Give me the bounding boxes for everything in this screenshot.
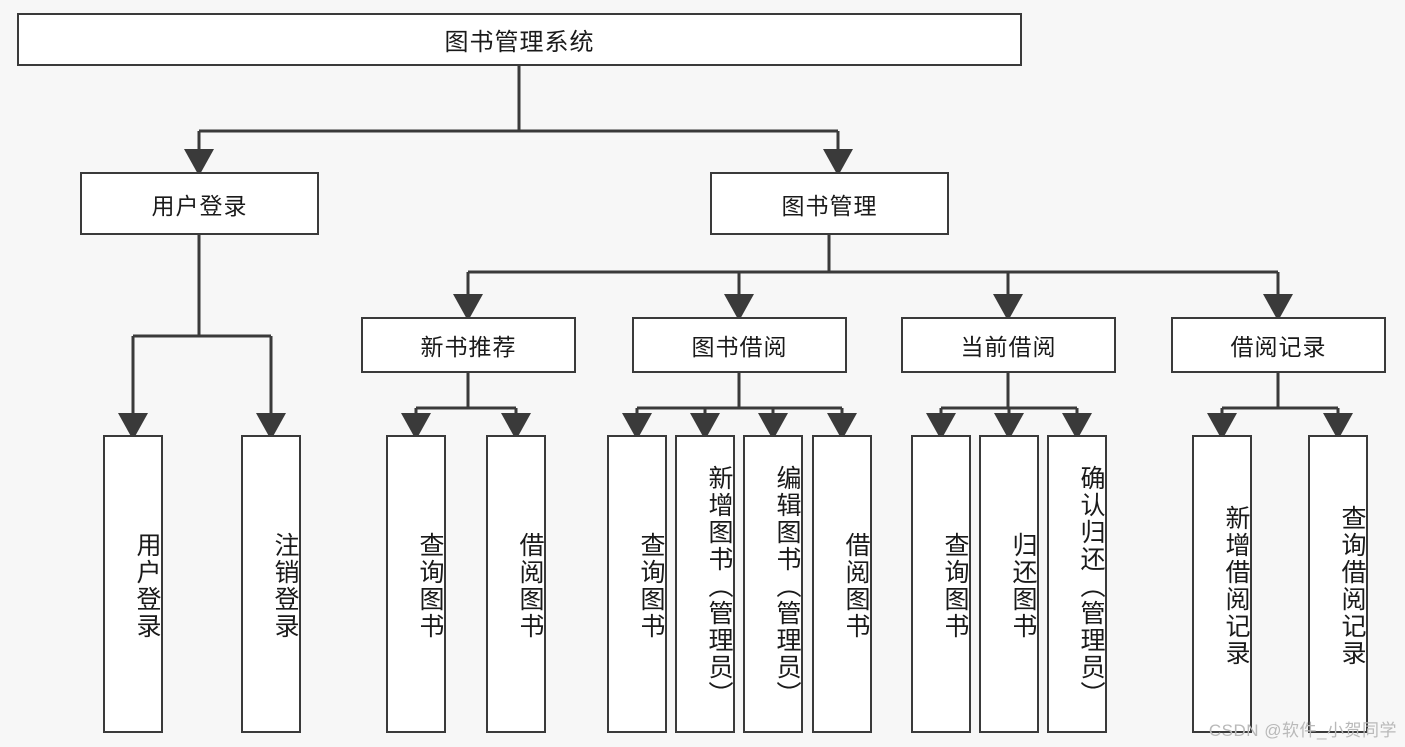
node-leaf-logout-login-label: 注销登录 [271, 532, 299, 640]
node-leaf-confirm-return[interactable]: 确认归还（管理员） [1047, 435, 1107, 733]
node-book-borrow[interactable]: 图书借阅 [632, 317, 847, 373]
node-current-borrow[interactable]: 当前借阅 [901, 317, 1116, 373]
node-leaf-borrow-book-1[interactable]: 借阅图书 [486, 435, 546, 733]
node-book-manage-label: 图书管理 [781, 192, 878, 219]
node-leaf-user-login[interactable]: 用户登录 [103, 435, 163, 733]
node-leaf-add-book[interactable]: 新增图书（管理员） [675, 435, 735, 733]
node-leaf-confirm-return-label: 确认归还（管理员） [1077, 464, 1105, 708]
node-leaf-borrow-book-1-label: 借阅图书 [516, 532, 544, 640]
node-leaf-add-record-label: 新增借阅记录 [1222, 505, 1250, 667]
node-leaf-borrow-book-2-label: 借阅图书 [842, 532, 870, 640]
node-leaf-edit-book-label: 编辑图书（管理员） [773, 464, 801, 708]
node-leaf-query-book-2[interactable]: 查询图书 [607, 435, 667, 733]
node-leaf-return-book[interactable]: 归还图书 [979, 435, 1039, 733]
node-leaf-query-book-3[interactable]: 查询图书 [911, 435, 971, 733]
node-book-manage[interactable]: 图书管理 [710, 172, 949, 235]
node-leaf-user-login-label: 用户登录 [133, 532, 161, 640]
node-root[interactable]: 图书管理系统 [17, 13, 1022, 66]
node-leaf-add-book-label: 新增图书（管理员） [705, 464, 733, 708]
node-new-book-recommend[interactable]: 新书推荐 [361, 317, 576, 373]
node-book-borrow-label: 图书借阅 [691, 334, 788, 360]
node-borrow-record[interactable]: 借阅记录 [1171, 317, 1386, 373]
node-leaf-return-book-label: 归还图书 [1009, 532, 1037, 640]
node-leaf-query-book-1[interactable]: 查询图书 [386, 435, 446, 733]
watermark: CSDN @软件_小贺同学 [1208, 721, 1397, 740]
node-leaf-query-record-label: 查询借阅记录 [1338, 505, 1366, 667]
node-root-label: 图书管理系统 [444, 29, 595, 56]
node-leaf-add-record[interactable]: 新增借阅记录 [1192, 435, 1252, 733]
node-user-login[interactable]: 用户登录 [80, 172, 319, 235]
node-leaf-query-record[interactable]: 查询借阅记录 [1308, 435, 1368, 733]
node-user-login-label: 用户登录 [151, 192, 248, 219]
node-leaf-query-book-2-label: 查询图书 [637, 532, 665, 640]
node-leaf-logout-login[interactable]: 注销登录 [241, 435, 301, 733]
node-leaf-borrow-book-2[interactable]: 借阅图书 [812, 435, 872, 733]
node-leaf-query-book-3-label: 查询图书 [941, 532, 969, 640]
node-current-borrow-label: 当前借阅 [960, 334, 1057, 360]
node-leaf-query-book-1-label: 查询图书 [416, 532, 444, 640]
node-borrow-record-label: 借阅记录 [1230, 334, 1327, 360]
node-leaf-edit-book[interactable]: 编辑图书（管理员） [743, 435, 803, 733]
node-new-book-recommend-label: 新书推荐 [420, 334, 517, 360]
